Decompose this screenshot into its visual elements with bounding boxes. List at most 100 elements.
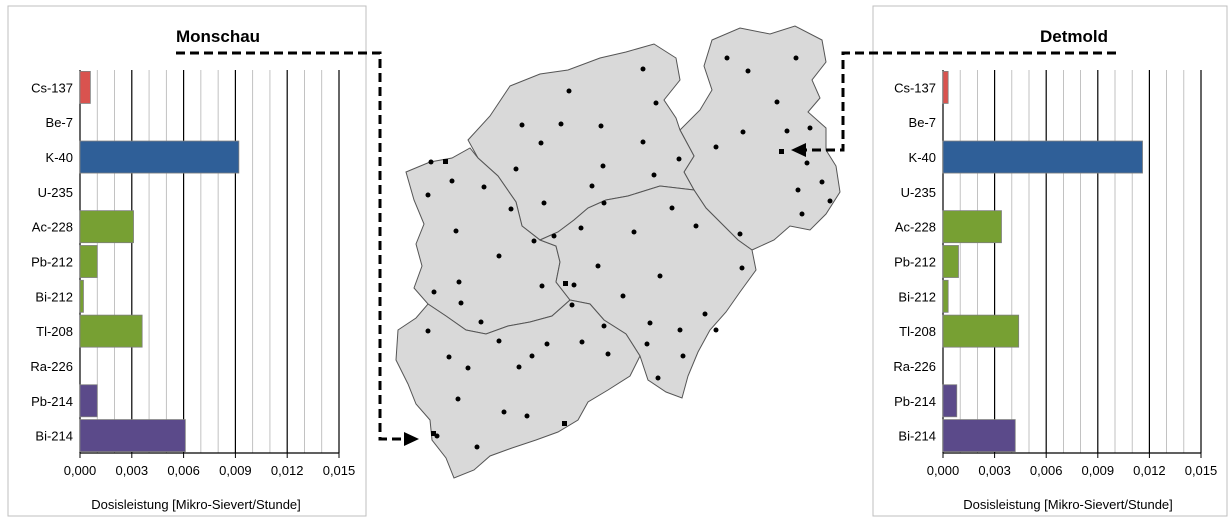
bar-pb-214 <box>942 384 958 418</box>
monschau-connector-line <box>176 51 404 441</box>
station-dot <box>600 163 606 169</box>
station-dot <box>496 253 502 259</box>
station-dot <box>644 341 650 347</box>
station-dot <box>516 364 522 370</box>
station-dot <box>827 198 833 204</box>
monschau-station-marker <box>431 431 436 436</box>
station-dot <box>538 140 544 146</box>
station-dot <box>531 238 537 244</box>
x-tick-label: 0,006 <box>167 463 200 478</box>
monschau-chart: Cs-137Be-7K-40U-235Ac-228Pb-212Bi-212Tl-… <box>30 70 355 478</box>
category-label: Bi-212 <box>898 289 936 304</box>
bar-cs-137 <box>942 70 949 104</box>
x-tick-label: 0,003 <box>116 463 149 478</box>
category-label: U-235 <box>901 185 936 200</box>
bar-bi-214 <box>942 419 1016 453</box>
station-dot <box>571 282 577 288</box>
station-marker <box>563 281 568 286</box>
station-dot <box>620 293 626 299</box>
station-dot <box>541 200 547 206</box>
station-dot <box>693 223 699 229</box>
station-dot <box>713 144 719 150</box>
category-label: Be-7 <box>46 115 73 130</box>
station-dot <box>724 55 730 61</box>
station-dot <box>677 327 683 333</box>
station-dot <box>456 279 462 285</box>
station-dot <box>795 187 801 193</box>
bar-bi-212 <box>79 279 84 313</box>
highlighted-stations <box>431 149 784 436</box>
category-label: Pb-214 <box>894 394 936 409</box>
bar-tl-208 <box>942 314 1020 348</box>
station-dot <box>551 233 557 239</box>
station-dots <box>425 55 833 450</box>
station-dot <box>676 156 682 162</box>
station-dot <box>481 184 487 190</box>
station-dot <box>740 129 746 135</box>
station-dot <box>601 323 607 329</box>
detmold-chart: Cs-137Be-7K-40U-235Ac-228Pb-212Bi-212Tl-… <box>893 70 1217 478</box>
station-dot <box>513 166 519 172</box>
category-label: Bi-214 <box>35 429 73 444</box>
region-southwest <box>395 299 641 479</box>
station-dot <box>496 338 502 344</box>
bar-pb-214 <box>79 384 98 418</box>
station-dot <box>799 211 805 217</box>
detmold-title: Detmold <box>1040 27 1108 46</box>
station-dot <box>702 311 708 317</box>
station-dot <box>653 100 659 106</box>
station-dot <box>524 413 530 419</box>
category-label: Ra-226 <box>893 359 936 374</box>
station-dot <box>428 159 434 165</box>
bar-cs-137 <box>79 70 91 104</box>
station-dot <box>640 139 646 145</box>
station-dot <box>501 409 507 415</box>
category-label: Ac-228 <box>32 220 73 235</box>
station-dot <box>651 172 657 178</box>
station-dot <box>455 396 461 402</box>
station-dot <box>458 300 464 306</box>
station-dot <box>544 341 550 347</box>
station-dot <box>453 228 459 234</box>
category-label: Pb-212 <box>894 255 936 270</box>
monschau-arrowhead <box>404 432 419 446</box>
category-label: Cs-137 <box>894 80 936 95</box>
x-tick-label: 0,000 <box>64 463 97 478</box>
station-dot <box>478 319 484 325</box>
x-tick-label: 0,009 <box>219 463 252 478</box>
station-dot <box>595 263 601 269</box>
bar-pb-212 <box>942 245 959 278</box>
station-dot <box>793 55 799 61</box>
station-dot <box>589 183 595 189</box>
bar-ac-228 <box>79 210 134 244</box>
category-label: U-235 <box>38 185 73 200</box>
station-dot <box>558 121 564 127</box>
category-label: K-40 <box>909 150 936 165</box>
detmold-xlabel: Dosisleistung [Mikro-Sievert/Stunde] <box>963 497 1173 512</box>
station-dot <box>774 99 780 105</box>
station-dot <box>431 289 437 295</box>
station-dot <box>465 365 471 371</box>
x-tick-label: 0,003 <box>978 463 1011 478</box>
station-dot <box>598 123 604 129</box>
station-dot <box>657 273 663 279</box>
x-tick-label: 0,015 <box>1185 463 1218 478</box>
monschau-xlabel: Dosisleistung [Mikro-Sievert/Stunde] <box>91 497 301 512</box>
category-label: Pb-214 <box>31 394 73 409</box>
category-label: Tl-208 <box>899 324 936 339</box>
station-dot <box>578 225 584 231</box>
station-dot <box>640 66 646 72</box>
station-dot <box>539 283 545 289</box>
station-dot <box>425 192 431 198</box>
x-tick-label: 0,012 <box>1133 463 1166 478</box>
monschau-title: Monschau <box>176 27 260 46</box>
x-tick-label: 0,015 <box>323 463 356 478</box>
station-dot <box>425 328 431 334</box>
station-marker <box>562 421 567 426</box>
bar-k-40 <box>942 140 1143 174</box>
station-dot <box>737 231 743 237</box>
station-dot <box>508 206 514 212</box>
category-label: Bi-212 <box>35 289 73 304</box>
x-tick-label: 0,000 <box>927 463 960 478</box>
